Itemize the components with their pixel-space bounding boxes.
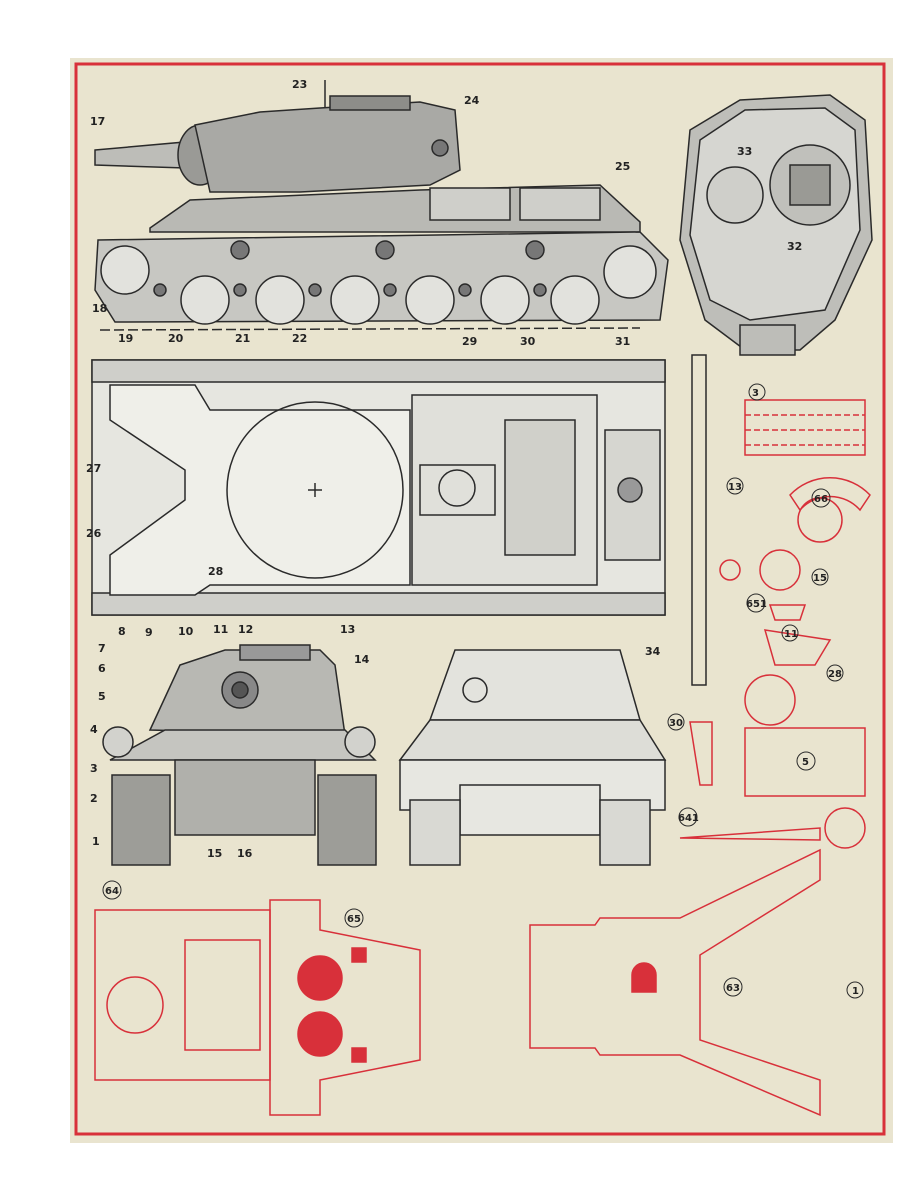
callout-15: 15 — [207, 847, 222, 860]
part-65-bottom — [297, 1011, 343, 1057]
callout-25: 25 — [615, 160, 630, 173]
callout-16: 16 — [237, 847, 253, 860]
part-5 — [744, 727, 866, 797]
callout-19: 19 — [118, 332, 133, 345]
front-hull-plate — [109, 384, 411, 596]
part-65-label: 65 — [347, 914, 361, 925]
callout-3: 3 — [90, 762, 98, 775]
rear-hatch — [706, 166, 764, 224]
part-28-label: 28 — [828, 669, 842, 680]
callout-21: 21 — [235, 332, 250, 345]
callout-26: 26 — [86, 527, 102, 540]
callout-4: 4 — [90, 723, 98, 736]
part-63-label: 63 — [726, 983, 740, 994]
callout-10: 10 — [178, 625, 194, 638]
headlight — [102, 726, 134, 758]
callout-27: 27 — [86, 462, 101, 475]
side-view — [94, 80, 669, 331]
callout-31: 31 — [615, 335, 630, 348]
callout-8: 8 — [118, 625, 126, 638]
part-65-top — [297, 955, 343, 1001]
callout-18: 18 — [92, 302, 107, 315]
part-30-label: 30 — [669, 718, 683, 729]
barrel-part — [691, 354, 707, 686]
part-13-label: 13 — [728, 482, 742, 493]
part-11-label: 11 — [784, 629, 798, 640]
part-64-label: 64 — [105, 886, 119, 897]
part-64-extension — [269, 899, 421, 1116]
part-3-label: 3 — [752, 388, 759, 399]
part-66-gear — [797, 497, 843, 543]
callout-2: 2 — [90, 792, 98, 805]
callout-5: 5 — [98, 690, 106, 703]
turret — [194, 101, 461, 193]
part-15-label: 15 — [813, 573, 827, 584]
part-30 — [689, 721, 713, 786]
red-cutout-parts — [94, 354, 871, 1117]
callout-20: 20 — [168, 332, 184, 345]
part-641-label: 641 — [678, 813, 699, 824]
left-fender — [91, 359, 666, 383]
right-track-front — [317, 774, 377, 866]
callout-33: 33 — [737, 145, 752, 158]
callout-labels: 23 24 17 25 18 19 20 21 22 29 30 31 27 2… — [86, 78, 802, 860]
callout-22: 22 — [292, 332, 307, 345]
commander-cupola — [329, 95, 411, 111]
callout-23: 23 — [292, 78, 307, 91]
front-hull-plate — [174, 759, 316, 836]
red-border — [74, 62, 886, 1136]
callout-11: 11 — [213, 623, 228, 636]
top-view — [91, 359, 666, 616]
part-3 — [744, 399, 866, 456]
part-11 — [763, 629, 832, 666]
part-66-arc — [789, 477, 871, 512]
callout-14: 14 — [354, 653, 370, 666]
part-63 — [529, 848, 821, 1117]
callout-12: 12 — [238, 623, 253, 636]
part-651-label: 651 — [746, 599, 767, 610]
callout-13: 13 — [340, 623, 355, 636]
rear-view — [398, 649, 667, 866]
part-64 — [94, 909, 271, 1081]
hull-upper — [149, 184, 641, 233]
part-number-labels — [102, 383, 864, 999]
callout-9: 9 — [145, 626, 153, 639]
rear-turret — [428, 649, 641, 721]
callout-6: 6 — [98, 662, 106, 675]
fuel-tank-2 — [519, 187, 601, 221]
right-fender — [91, 592, 666, 616]
callout-34: 34 — [645, 645, 661, 658]
fuel-tank-1 — [429, 187, 511, 221]
road-wheels — [100, 245, 657, 325]
callout-24: 24 — [464, 94, 480, 107]
callout-30: 30 — [520, 335, 536, 348]
return-rollers — [153, 240, 547, 297]
part-5-label: 5 — [802, 757, 809, 768]
gun-barrel — [94, 141, 186, 169]
callout-17: 17 — [90, 115, 105, 128]
front-view — [102, 644, 377, 866]
part-641 — [679, 827, 821, 841]
callout-32: 32 — [787, 240, 802, 253]
left-track-front — [111, 774, 171, 866]
engine-grille — [504, 419, 576, 556]
rear-oblique-view — [679, 94, 873, 356]
callout-29: 29 — [462, 335, 477, 348]
callout-28: 28 — [208, 565, 223, 578]
callout-1: 1 — [92, 835, 100, 848]
part-1-label: 1 — [852, 986, 859, 997]
part-66-label: 66 — [814, 494, 828, 505]
engine-hatch — [419, 464, 496, 516]
ground-line — [99, 327, 641, 331]
turret-ring — [226, 401, 404, 579]
part-number-text: 3 13 66 15 651 11 28 30 5 641 64 65 63 1 — [105, 388, 859, 997]
periscope — [431, 139, 449, 157]
callout-7: 7 — [98, 642, 106, 655]
